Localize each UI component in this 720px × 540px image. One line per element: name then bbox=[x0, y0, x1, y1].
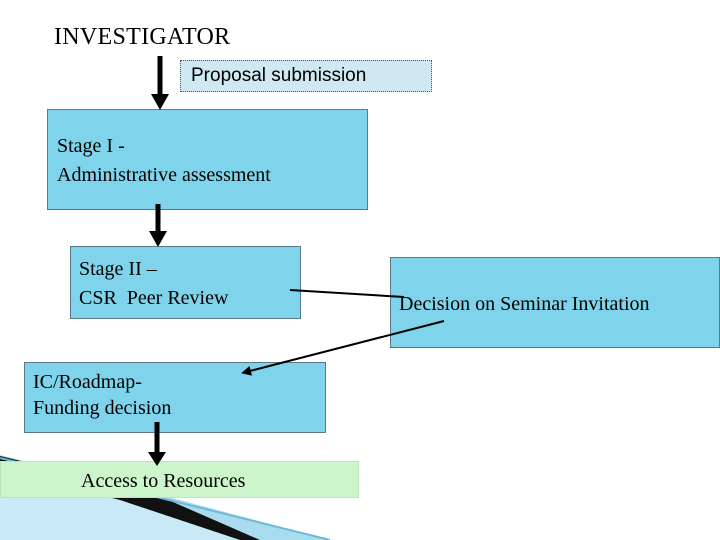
line-stage2-to-decision bbox=[289, 289, 405, 298]
ic-line1: IC/Roadmap- bbox=[33, 371, 142, 393]
arrowhead-access bbox=[148, 452, 166, 466]
access-resources-box: Access to Resources bbox=[0, 461, 359, 498]
access-label: Access to Resources bbox=[81, 470, 246, 492]
stage1-line2: Administrative assessment bbox=[57, 164, 271, 186]
investigator-title: INVESTIGATOR bbox=[54, 24, 231, 50]
stage2-line2: CSR Peer Review bbox=[79, 287, 229, 309]
arrowhead-stage1 bbox=[151, 94, 169, 110]
decision-box: Decision on Seminar Invitation bbox=[390, 257, 720, 348]
arrow-decision-to-ic bbox=[241, 320, 445, 376]
stage1-line1: Stage I - bbox=[57, 135, 125, 157]
stage2-box: Stage II – CSR Peer Review bbox=[70, 246, 301, 319]
decision-label: Decision on Seminar Invitation bbox=[399, 293, 650, 315]
proposal-submission-label: Proposal submission bbox=[180, 60, 432, 92]
ic-roadmap-box: IC/Roadmap- Funding decision bbox=[24, 362, 326, 433]
stage1-box: Stage I - Administrative assessment bbox=[47, 109, 368, 210]
stage2-line1: Stage II – bbox=[79, 258, 157, 280]
ic-line2: Funding decision bbox=[33, 397, 172, 419]
arrowhead-stage2 bbox=[149, 231, 167, 247]
